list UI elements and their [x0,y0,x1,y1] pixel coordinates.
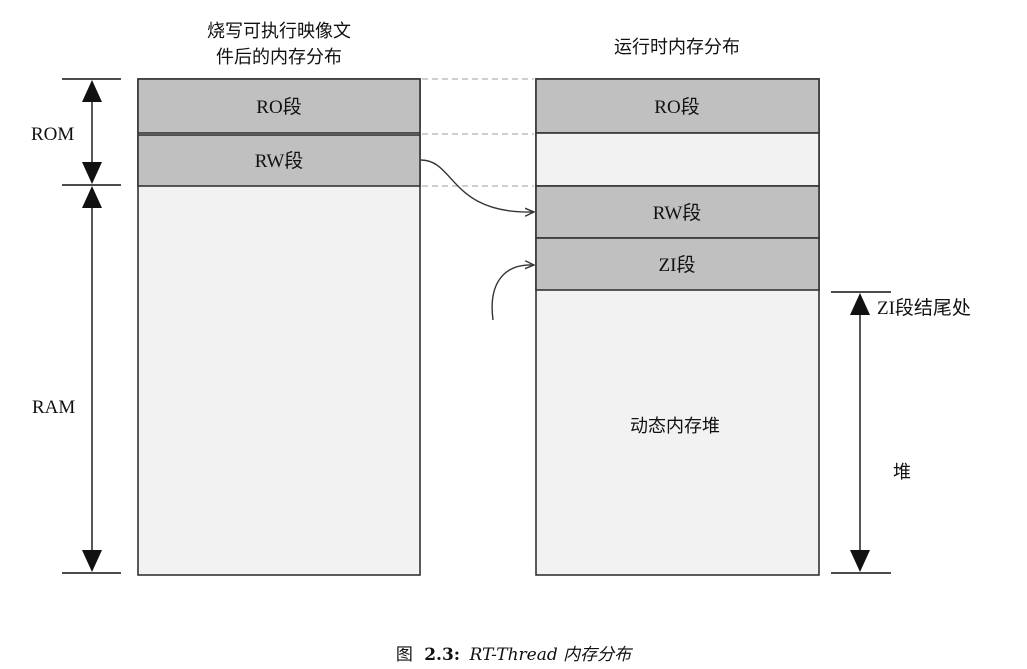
right-rw-segment-label: RW段 [653,202,702,224]
caption-number: 2.3: [424,645,461,665]
ram-label: RAM [32,397,75,418]
right-empty-segment [535,132,820,187]
zi-end-label: ZI段结尾处 [877,297,971,319]
rw-copy-curve-arrow [420,159,533,212]
zi-init-curve-arrow [491,265,533,321]
right-zi-segment [535,237,820,291]
heap-label: 堆 [893,462,911,483]
left-column-title-line2: 件后的内存分布 [216,47,342,68]
left-rw-segment-label: RW段 [255,150,304,172]
rom-arrow-down-icon [82,162,102,184]
right-ro-segment-label: RO段 [654,96,699,118]
ram-arrow-up-icon [82,186,102,208]
rom-label: ROM [31,124,74,145]
right-zi-segment-label: ZI段 [659,254,696,276]
figure-caption: 图 2.3: RT-Thread 内存分布 [0,640,1027,665]
right-rw-segment [535,185,820,239]
caption-title: RT-Thread 内存分布 [469,645,632,665]
ram-arrow-down-icon [82,550,102,572]
rom-arrow-up-icon [82,80,102,102]
left-ro-segment-label: RO段 [256,96,301,118]
heap-arrow-up-icon [850,293,870,315]
caption-prefix: 图 [395,645,413,665]
right-column-title: 运行时内存分布 [614,37,740,58]
left-column-title-line1: 烧写可执行映像文 [207,21,351,42]
left-ro-segment [137,78,421,134]
left-rw-segment [137,134,421,187]
heap-area-label: 动态内存堆 [630,416,720,437]
heap-arrow-down-icon [850,550,870,572]
